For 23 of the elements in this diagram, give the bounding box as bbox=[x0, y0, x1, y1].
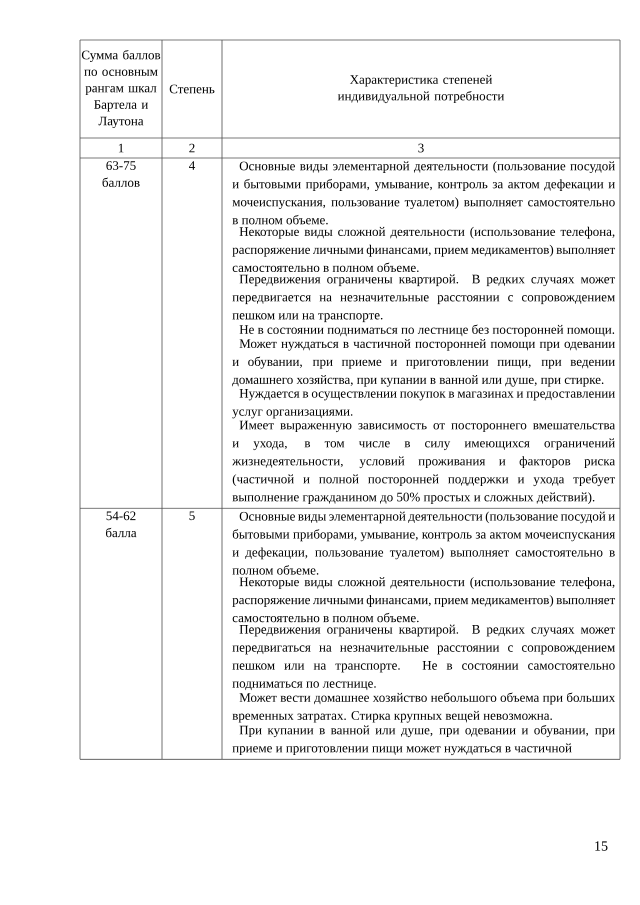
description-paragraph: Некоторые виды сложной деятельности (использование телефона, распоряжение личными финансами, прием медикаментов) выполняет самостоятельно в полном объеме. bbox=[232, 226, 616, 272]
description-paragraph: При купании в ванной или душе, при одевании и обувании, при приеме и приготовлении пищи может нуждаться в частичной bbox=[232, 725, 615, 756]
description-paragraph: Некоторые виды сложной деятельности (использование телефона, распоряжение личными финансами, прием медикаментов) выполняет самостоятельно в полном объеме. bbox=[232, 577, 616, 622]
description-paragraph: Передвижения ограничены квартирой. В редких случаях может передвигаться на незначительные расстоянии с сопровождением пешком или на транспорте. Не в состоянии самостоятельно подниматься по лестнице. bbox=[232, 624, 616, 690]
description-paragraph: Основные виды элементарной деятельности (пользование посудой и бытовыми приборами, умывание, контроль за актом мочеиспускания и дефекации, пользование туалетом) выполняет самостоятельно в полном объеме. bbox=[232, 511, 615, 575]
column-number: 1 bbox=[118, 144, 124, 152]
column-header: Степень bbox=[170, 84, 214, 94]
description-paragraph: Может нуждаться в частичной посторонней помощи при одевании и обувании, при приеме и приготовлении пищи, при ведении домашнего хозяйства, при купании в ванной или душе, при стирке. bbox=[232, 338, 615, 387]
column-header: Сумма баллов по основным рангам шкал Бартела и Лаутона bbox=[82, 50, 160, 128]
degree-number: 4 bbox=[189, 161, 196, 170]
score-range: 63-75 баллов bbox=[102, 161, 140, 187]
description-paragraph: Основные виды элементарной деятельности (пользование посудой и бытовыми приборами, умывание, контроль за актом дефекации и мочеиспускания, пользование туалетом) выполняет самостоятельно в полном объеме. bbox=[232, 161, 615, 224]
degree-number: 5 bbox=[190, 511, 195, 520]
score-range: 54-62 балла bbox=[106, 511, 136, 538]
description-paragraph: Не в состоянии подниматься по лестнице без посторонней помощи. bbox=[240, 324, 614, 337]
column-number: 3 bbox=[418, 144, 424, 152]
description-paragraph: Может вести домашнее хозяйство небольшого объема при больших временных затратах. Стирка крупных вещей невозможна. bbox=[232, 692, 616, 723]
description-paragraph: Нуждается в осуществлении покупок в магазинах и предоставлении услуг организациями. bbox=[232, 389, 615, 418]
column-header: Характеристика степеней индивидуальной потребности bbox=[338, 74, 504, 104]
column-number: 2 bbox=[189, 144, 195, 152]
description-paragraph: Имеет выраженную зависимость от постороннего вмешательства и ухода, в том числе в силу имеющихся ограничений жизнедеятельности, условий проживания и факторов риска (частичной и полной посторонней поддержки и ухода требует выполнение гражданином до 50% простых и сложных действий). bbox=[232, 420, 616, 504]
page-number: 15 bbox=[595, 841, 608, 851]
description-paragraph: Передвижения ограничены квартирой. В редких случаях может передвигается на незначительные расстоянии с сопровождением пешком или на транспорте. bbox=[232, 274, 616, 322]
